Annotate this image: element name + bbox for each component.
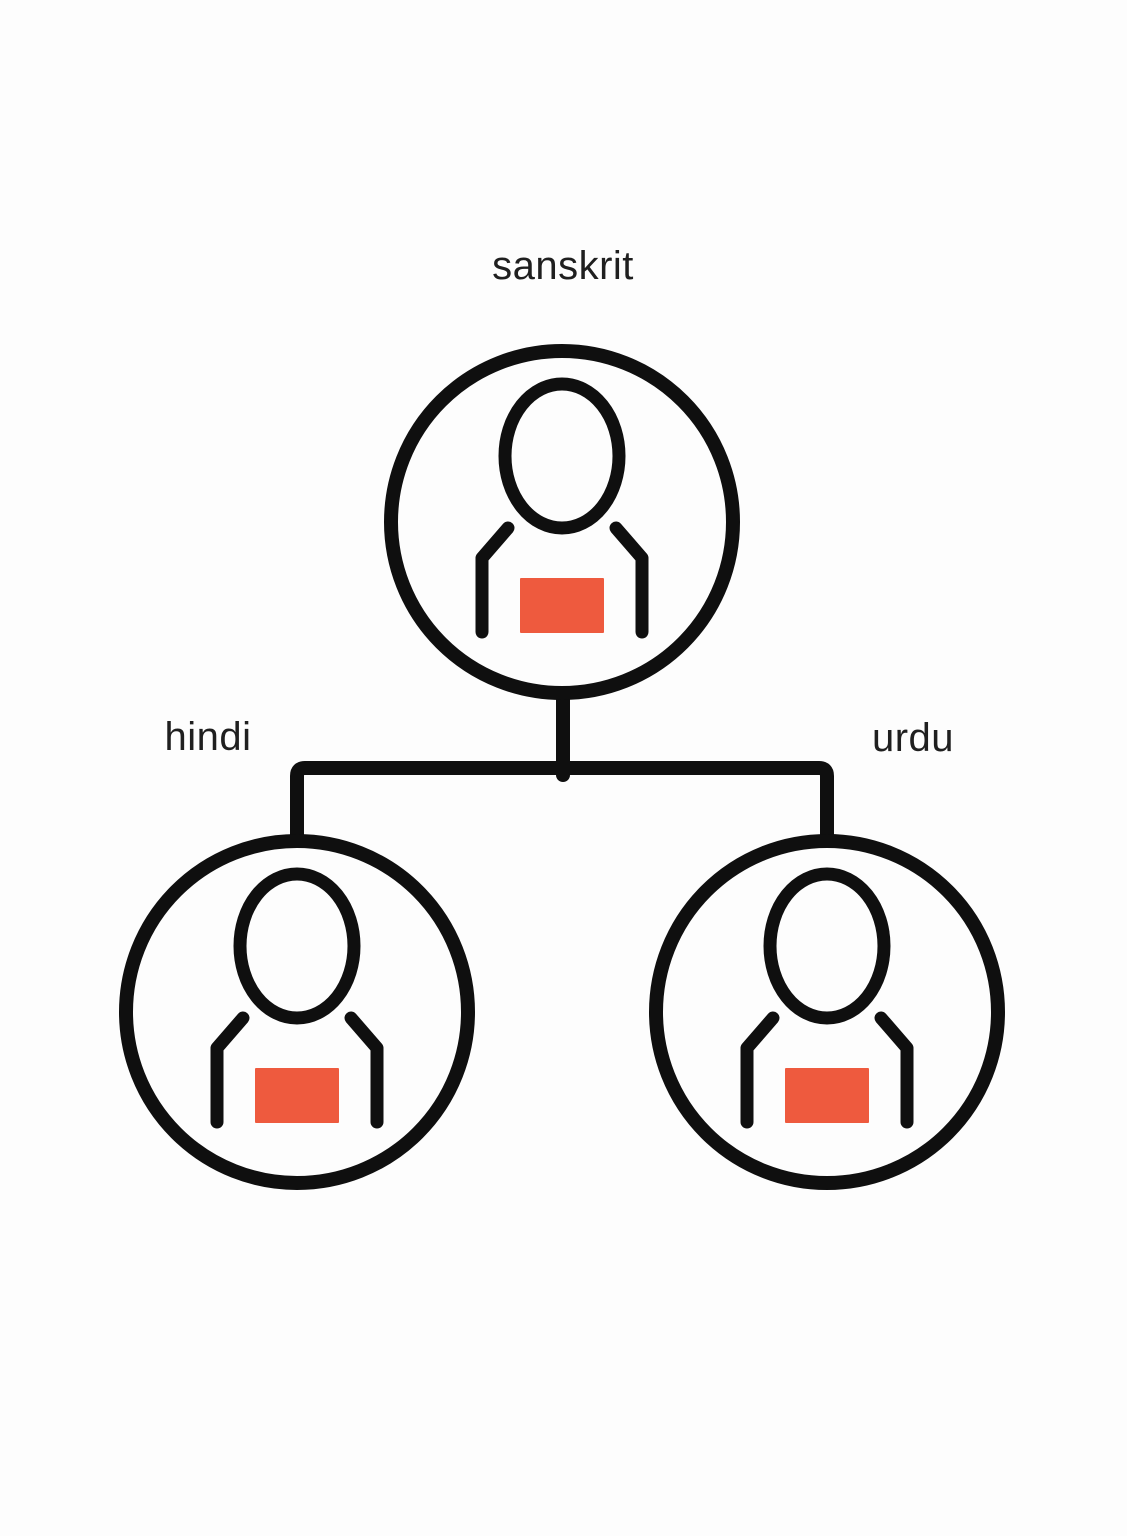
person-icon-sanskrit	[391, 351, 733, 693]
label-hindi: hindi	[164, 715, 252, 759]
person-icon-hindi	[126, 841, 468, 1183]
person-icon-urdu	[656, 841, 998, 1183]
connector-lines	[290, 687, 834, 848]
label-sanskrit: sanskrit	[492, 244, 634, 288]
label-urdu: urdu	[871, 716, 955, 760]
